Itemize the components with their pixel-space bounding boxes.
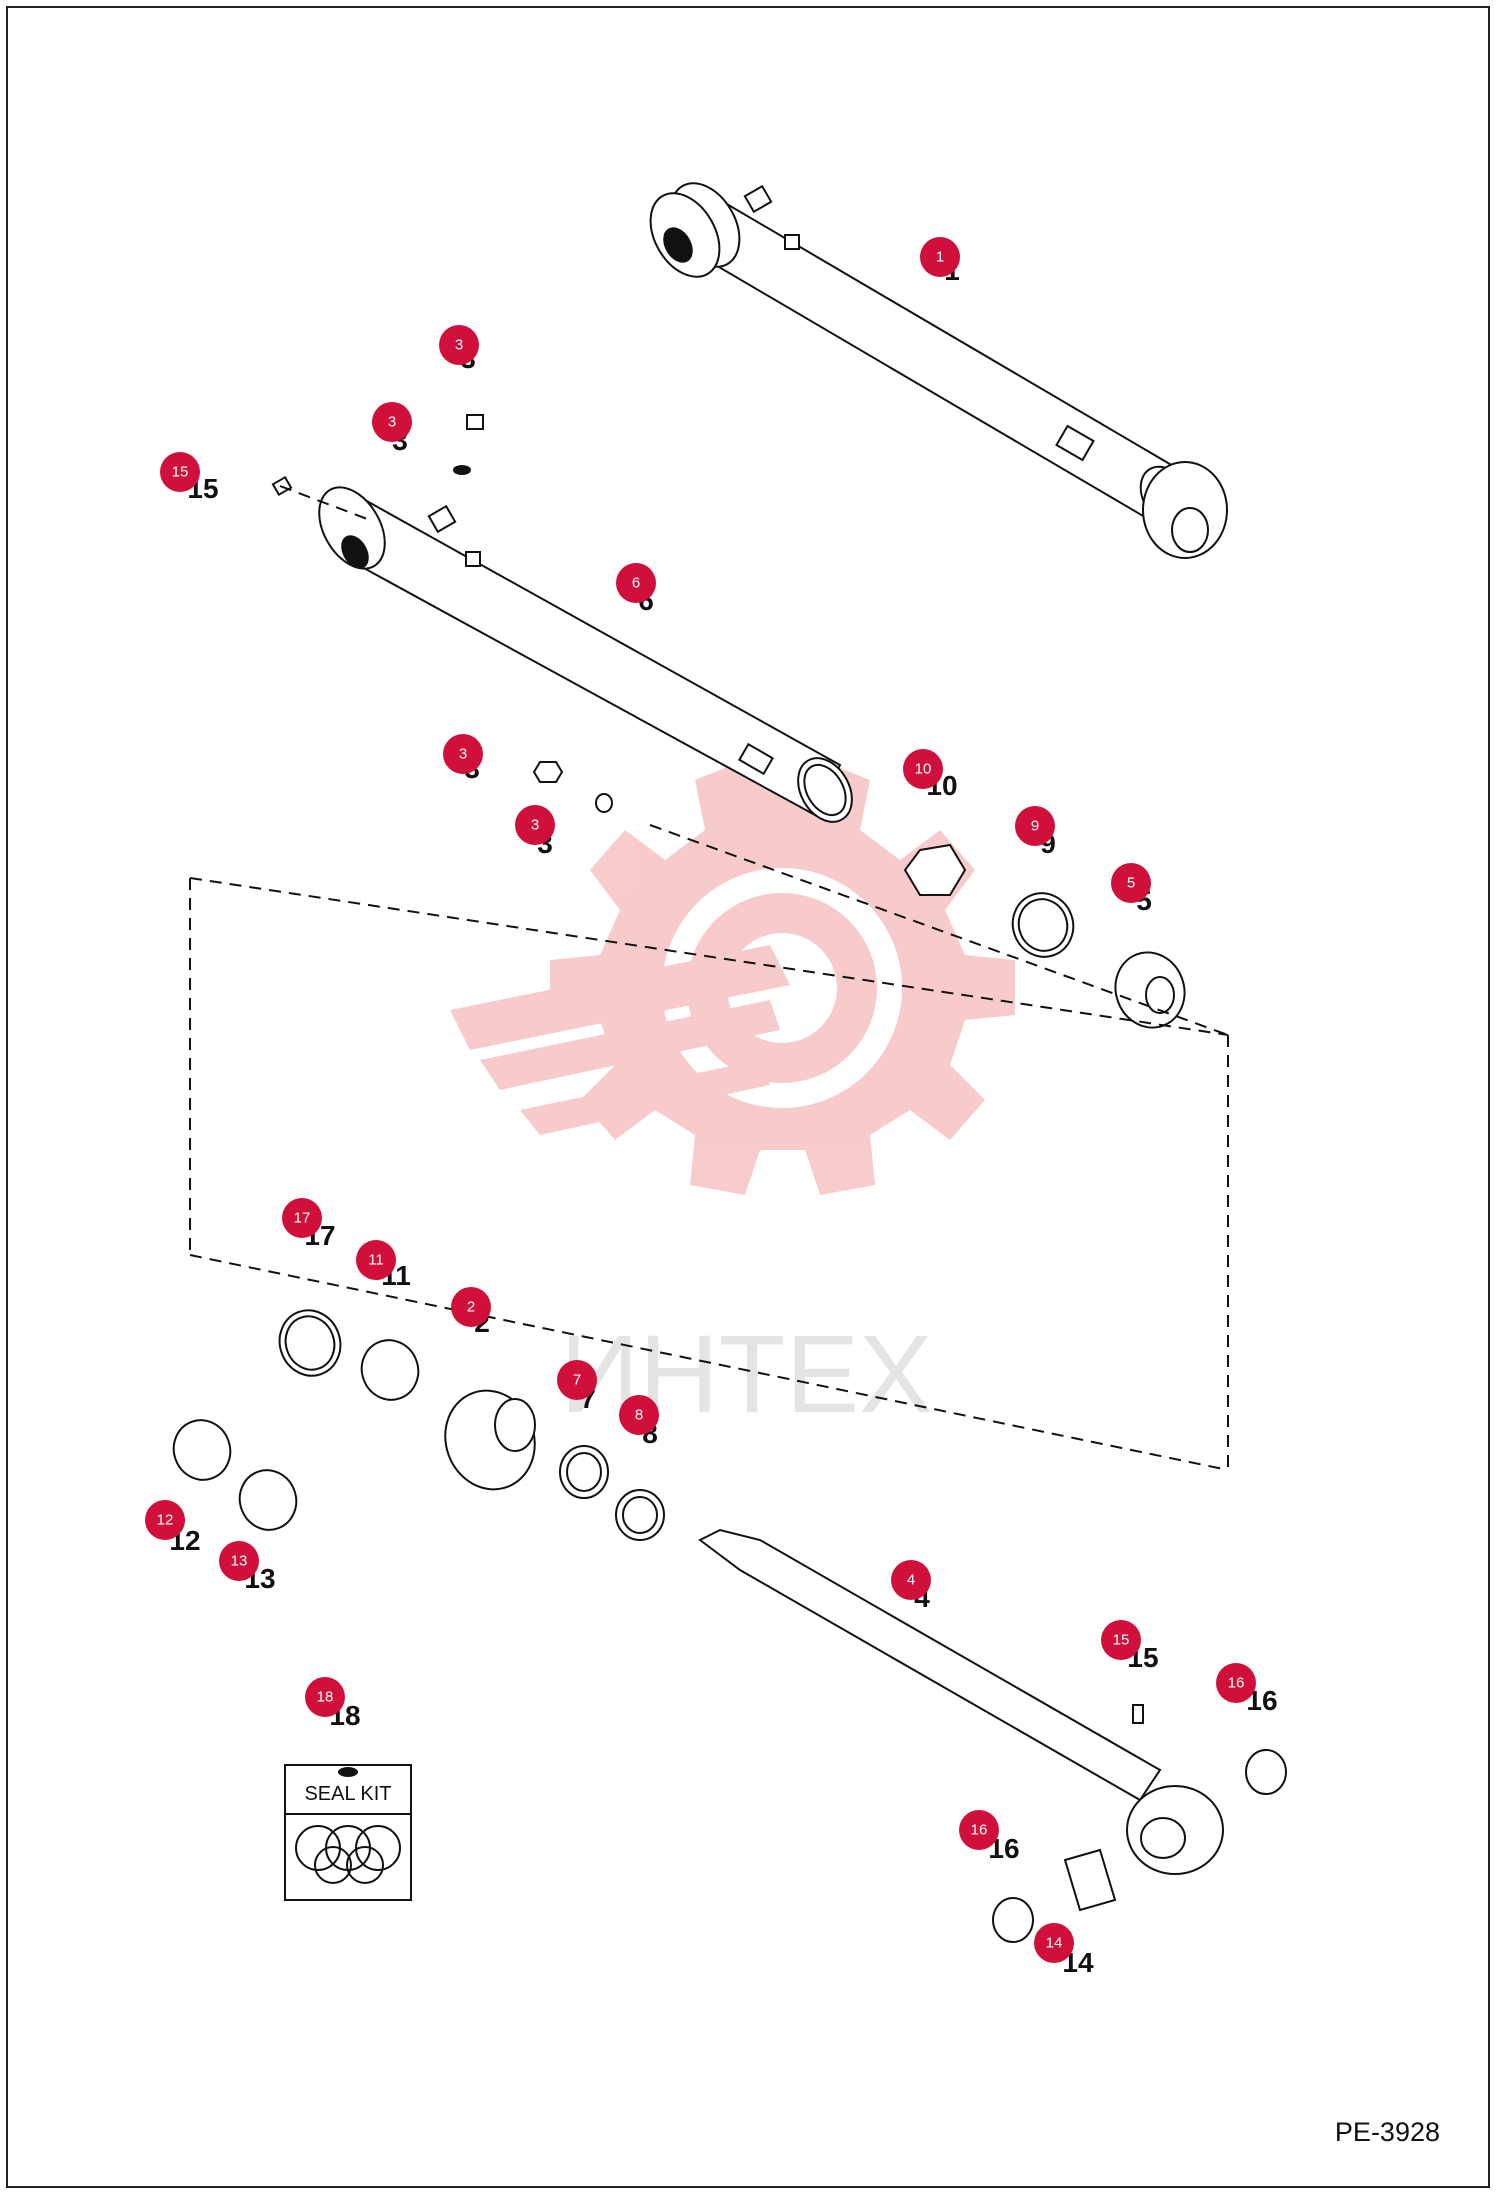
- callout-badge: [356, 1240, 396, 1280]
- callout-badge-label: 1: [936, 249, 944, 266]
- callout-badge: [305, 1677, 345, 1717]
- callout-c6: 66: [616, 563, 656, 616]
- callout-c1: 11: [920, 237, 960, 286]
- callout-c3b: 33: [372, 402, 412, 456]
- callout-badge: [443, 734, 483, 774]
- callout-badge-label: 7: [573, 1372, 581, 1389]
- cylinder-barrel: [318, 486, 853, 823]
- callout-badge-label: 2: [467, 1299, 475, 1316]
- callout-badge-label: 5: [1127, 875, 1135, 892]
- callout-badge: [616, 563, 656, 603]
- piston-rod: [698, 1528, 1224, 1875]
- seal-kit: SEAL KIT: [284, 1764, 412, 1901]
- cylinder-assembly: [649, 182, 1228, 559]
- callout-badge-label: 15: [172, 464, 189, 481]
- callout-badge: [1101, 1620, 1141, 1660]
- callout-badge-label: 4: [907, 1572, 915, 1589]
- callout-c3c: 33: [443, 734, 483, 784]
- callout-badge-label: 6: [632, 575, 640, 592]
- callout-badge-label: 14: [1046, 1935, 1063, 1952]
- callout-badge: [1111, 863, 1151, 903]
- callout-badge: [372, 402, 412, 442]
- callout-badge-label: 12: [157, 1512, 174, 1529]
- page-frame: [6, 6, 1490, 2188]
- callout-badge: [891, 1560, 931, 1600]
- callout-c3d: 33: [515, 805, 555, 859]
- watermark-text: ИНТЕХ: [560, 1313, 932, 1436]
- fittings: [172, 414, 1287, 1943]
- callout-badge: [920, 237, 960, 277]
- callout-c3a: 33: [439, 325, 479, 374]
- callout-badge: [439, 325, 479, 365]
- callout-badge: [160, 452, 200, 492]
- callout-badge-label: 9: [1031, 818, 1039, 835]
- callout-badge-label: 3: [388, 414, 396, 431]
- callout-badge-label: 8: [635, 1407, 643, 1424]
- callout-badge-label: 3: [459, 746, 467, 763]
- callout-c5: 55: [1111, 863, 1152, 916]
- callout-badge: [903, 749, 943, 789]
- callout-c4: 44: [891, 1560, 931, 1613]
- callout-badge: [515, 805, 555, 845]
- callout-badge: [145, 1500, 185, 1540]
- callout-badge-label: 15: [1113, 1632, 1130, 1649]
- assembly-lines: [189, 485, 1229, 1471]
- callout-badge-label: 3: [531, 817, 539, 834]
- callout-badge: [557, 1360, 597, 1400]
- callout-badge: [959, 1810, 999, 1850]
- callout-badge: [1034, 1923, 1074, 1963]
- callout-c8: 88: [619, 1395, 659, 1449]
- callout-badge: [451, 1287, 491, 1327]
- callout-badge-label: 17: [294, 1210, 311, 1227]
- callout-badge-label: 3: [455, 337, 463, 354]
- callout-c7: 77: [557, 1360, 597, 1414]
- callout-c9: 99: [1015, 806, 1056, 859]
- callout-badge-label: 18: [317, 1689, 334, 1706]
- callout-badge: [1015, 806, 1055, 846]
- callout-badge-label: 11: [368, 1252, 384, 1269]
- seal-kit-label: SEAL KIT: [304, 1783, 391, 1805]
- callout-badge-label: 10: [915, 761, 932, 778]
- callout-badge: [1216, 1663, 1256, 1703]
- callouts: 1133331515663333101099551717111122778812…: [145, 237, 1278, 1978]
- callout-badge: [219, 1541, 259, 1581]
- watermark-logo: ИНТЕХ: [450, 760, 1015, 1436]
- callout-badge-label: 16: [971, 1822, 988, 1839]
- callout-c2: 22: [451, 1287, 491, 1338]
- callout-badge: [282, 1198, 322, 1238]
- callout-badge-label: 16: [1228, 1675, 1245, 1692]
- page-code: PE-3928: [1334, 2117, 1440, 2147]
- callout-badge: [619, 1395, 659, 1435]
- callout-badge-label: 13: [231, 1553, 248, 1570]
